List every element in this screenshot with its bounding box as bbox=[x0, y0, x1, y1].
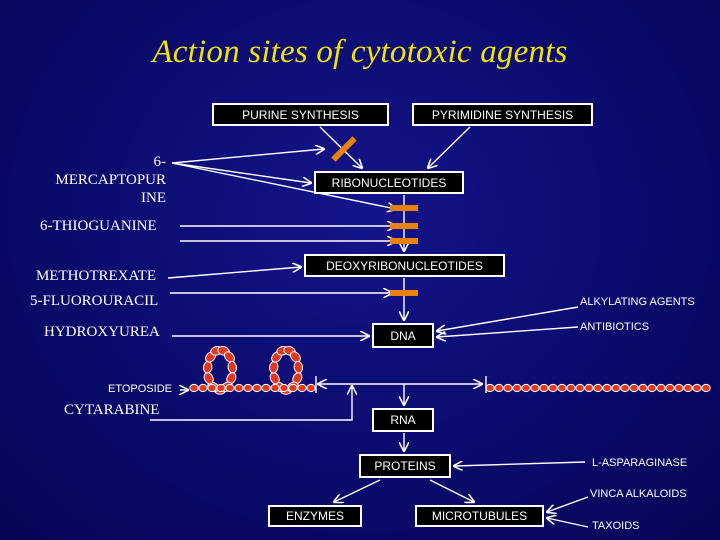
pyrimidine-to-ribonucleotides-arrow bbox=[428, 126, 471, 168]
dna-bead bbox=[512, 383, 522, 393]
mercaptopurine-to-conversion-arrow bbox=[171, 162, 396, 209]
proteins-box: PROTEINS bbox=[359, 454, 451, 478]
dna-bead bbox=[665, 383, 675, 393]
taxoids-label: TAXOIDS bbox=[592, 520, 640, 532]
antibiotics-arrow bbox=[437, 326, 579, 337]
dna-bead bbox=[593, 383, 603, 393]
fluorouracil-label: 5-FLUOROURACIL bbox=[30, 293, 159, 309]
l-asparaginase-arrow bbox=[454, 462, 586, 466]
dna-strand-right bbox=[485, 383, 711, 393]
dna-bead bbox=[548, 383, 558, 393]
dna-bead bbox=[225, 383, 235, 393]
dna-bead bbox=[306, 383, 316, 393]
slide-title: Action sites of cytotoxic agents bbox=[152, 34, 568, 70]
dna-bead bbox=[216, 383, 226, 393]
ribonucleotides-box: RIBONUCLEOTIDES bbox=[314, 171, 464, 194]
proteins-to-enzymes-arrow bbox=[334, 479, 381, 502]
dna-bead bbox=[602, 383, 612, 393]
dna-bead bbox=[629, 383, 639, 393]
ribonucleotide-block-bar-1 bbox=[390, 205, 418, 211]
dna-bead bbox=[584, 383, 594, 393]
dna-bead bbox=[261, 383, 271, 393]
vinca-alkaloids-arrow bbox=[547, 496, 589, 512]
dna-bead bbox=[683, 383, 693, 393]
dna-bead bbox=[539, 383, 549, 393]
ribonucleotide-block-bar-2 bbox=[390, 223, 418, 229]
dna-strand-left bbox=[189, 345, 316, 395]
dna-bead bbox=[227, 360, 238, 374]
dna-bead bbox=[503, 383, 513, 393]
proteins-to-microtubules-arrow bbox=[429, 479, 474, 502]
dna-bead bbox=[270, 383, 280, 393]
dna-bead bbox=[202, 360, 213, 374]
antibiotics-label: ANTIBIOTICS bbox=[580, 321, 650, 333]
deoxyribonucleotides-box: DEOXYRIBONUCLEOTIDES bbox=[304, 254, 505, 277]
dna-bead bbox=[288, 383, 298, 393]
dna-bead bbox=[701, 383, 711, 393]
dna-bead bbox=[638, 383, 648, 393]
l-asparaginase-label: L-ASPARAGINASE bbox=[592, 457, 688, 469]
dna-bead bbox=[494, 383, 504, 393]
mercaptopurine-to-ribonucleotides-arrow bbox=[171, 162, 311, 183]
thioguanine-label: 6-THIOGUANINE bbox=[40, 218, 157, 234]
hydroxyurea-label: HYDROXYUREA bbox=[44, 324, 160, 340]
methotrexate-label: METHOTREXATE bbox=[36, 268, 156, 284]
dna-bead bbox=[297, 383, 307, 393]
mercaptopurine-to-purine-arrow bbox=[171, 149, 324, 164]
dna-bead bbox=[647, 383, 657, 393]
dna-bead bbox=[189, 383, 199, 393]
rna-box: RNA bbox=[372, 408, 434, 432]
methotrexate-arrow bbox=[167, 267, 301, 279]
dna-bead bbox=[674, 383, 684, 393]
dna-bead bbox=[656, 383, 666, 393]
purine-synthesis-box: PURINE SYNTHESIS bbox=[212, 103, 389, 126]
cytarabine-arrow bbox=[150, 386, 352, 421]
vinca-alkaloids-label: VINCA ALKALOIDS bbox=[590, 488, 687, 500]
cytarabine-label: CYTARABINE bbox=[64, 402, 160, 418]
dna-bead bbox=[279, 383, 289, 393]
dna-bead bbox=[692, 383, 702, 393]
dna-bead bbox=[268, 360, 279, 374]
taxoids-arrow bbox=[547, 518, 589, 528]
fluorouracil-block-bar bbox=[390, 290, 418, 296]
dna-bead bbox=[252, 383, 262, 393]
dna-bead bbox=[530, 383, 540, 393]
purine-block-bar bbox=[331, 136, 357, 162]
dna-bead bbox=[566, 383, 576, 393]
dna-bead bbox=[620, 383, 630, 393]
dna-box: DNA bbox=[372, 323, 434, 348]
alkylating-agents-arrow bbox=[437, 306, 579, 331]
enzymes-box: ENZYMES bbox=[268, 505, 362, 527]
dna-bead bbox=[611, 383, 621, 393]
dna-bead bbox=[198, 383, 208, 393]
dna-bead bbox=[521, 383, 531, 393]
dna-bead bbox=[557, 383, 567, 393]
alkylating-agents-label: ALKYLATING AGENTS bbox=[580, 296, 695, 308]
etoposide-label: ETOPOSIDE bbox=[108, 383, 172, 395]
dna-bead bbox=[575, 383, 585, 393]
pyrimidine-synthesis-box: PYRIMIDINE SYNTHESIS bbox=[412, 103, 593, 126]
dna-bead bbox=[207, 383, 217, 393]
dna-bead bbox=[234, 383, 244, 393]
mercaptopurine-label: 6- MERCAPTOPUR INE bbox=[55, 154, 166, 206]
microtubules-box: MICROTUBULES bbox=[415, 505, 544, 527]
ribonucleotide-block-bar-3 bbox=[390, 238, 418, 244]
purine-to-ribonucleotides-arrow bbox=[319, 126, 362, 168]
dna-bead bbox=[485, 383, 495, 393]
dna-bead bbox=[243, 383, 253, 393]
dna-bead bbox=[293, 360, 304, 374]
